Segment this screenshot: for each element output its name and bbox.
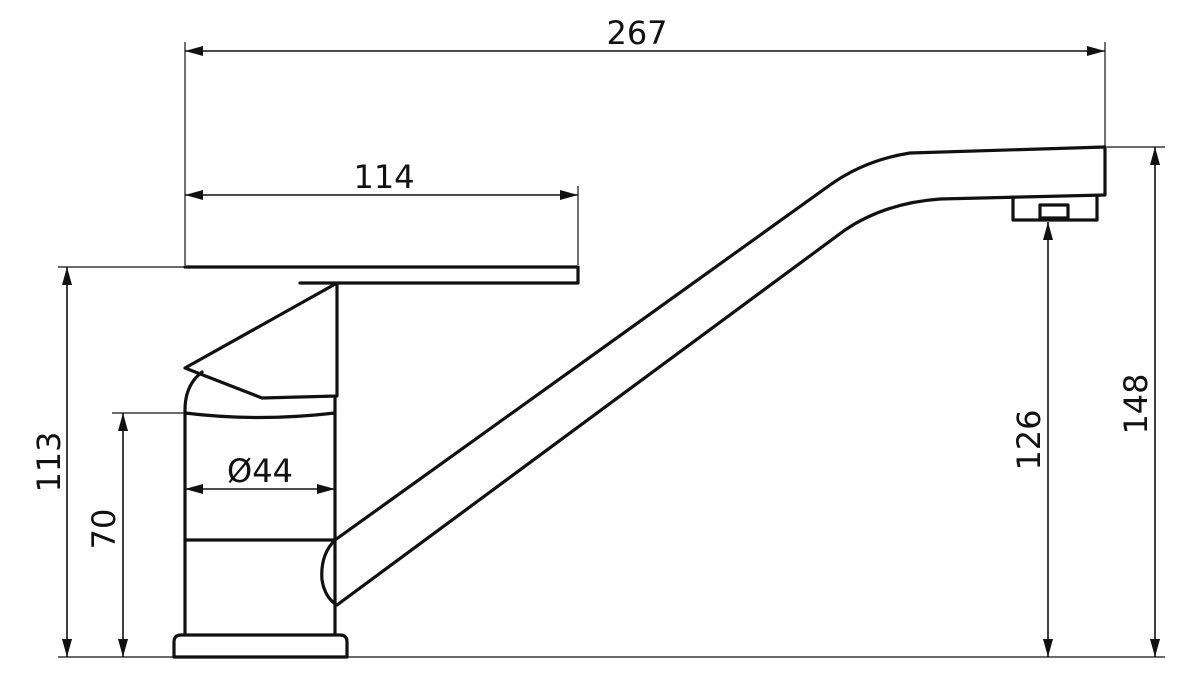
label-overall-length: 267 bbox=[606, 14, 667, 52]
label-lever-length: 114 bbox=[353, 158, 414, 196]
label-total-height: 113 bbox=[30, 431, 68, 492]
lever-handle bbox=[183, 265, 580, 400]
body-cylinder bbox=[183, 370, 337, 637]
aerator-insert bbox=[1038, 203, 1070, 220]
dimension-lines bbox=[62, 46, 1160, 657]
label-base-diameter: Ø44 bbox=[227, 452, 293, 490]
label-body-height: 70 bbox=[85, 509, 123, 550]
extension-lines bbox=[58, 42, 1165, 658]
faucet-outline bbox=[172, 145, 1107, 659]
label-spout-height: 148 bbox=[1117, 373, 1155, 434]
dimension-labels: 267 114 Ø44 113 70 126 148 bbox=[30, 14, 1155, 549]
body-top-curve bbox=[183, 411, 337, 420]
base-plate bbox=[172, 633, 349, 659]
aerator bbox=[1011, 195, 1099, 222]
spout-arm bbox=[320, 145, 1107, 607]
label-spout-clearance: 126 bbox=[1010, 409, 1048, 470]
